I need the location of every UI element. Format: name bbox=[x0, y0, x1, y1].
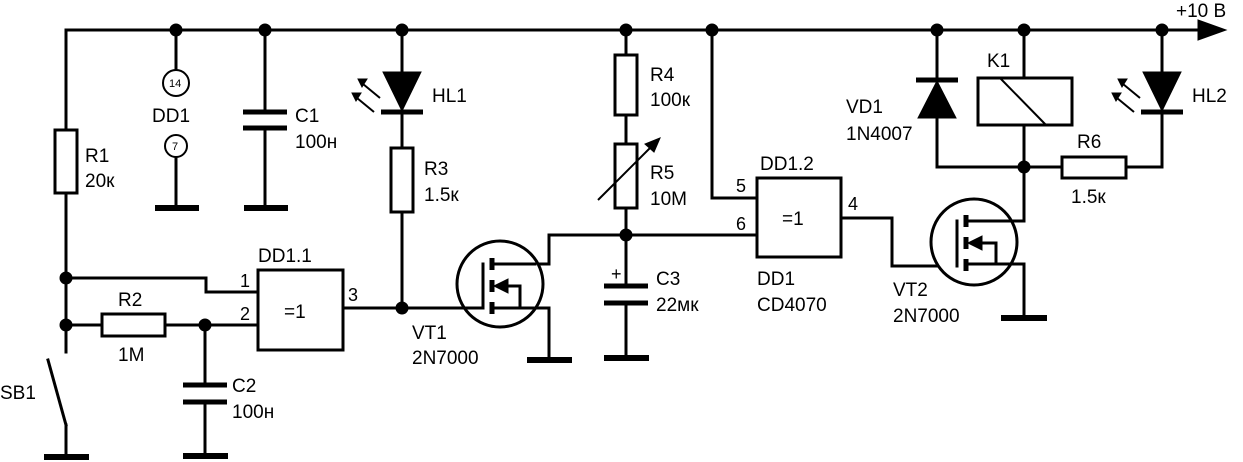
c1-value: 100н bbox=[295, 132, 337, 153]
junction-dot bbox=[169, 23, 183, 37]
vd1-part: 1N4007 bbox=[846, 124, 913, 145]
capacitor-c3 bbox=[604, 283, 648, 306]
resistor-r1 bbox=[53, 128, 79, 195]
mosfet-vt2 bbox=[929, 197, 1019, 287]
vt2-ref: VT2 bbox=[893, 280, 928, 301]
dd1-gnd-pin-number: 7 bbox=[172, 141, 178, 153]
r3-ref: R3 bbox=[424, 159, 448, 180]
switch-sb1 bbox=[46, 358, 68, 427]
r6-value: 1.5к bbox=[1071, 187, 1106, 208]
junction-dot bbox=[619, 228, 633, 242]
supply-label: +10 В bbox=[1176, 1, 1226, 22]
junction-dot bbox=[395, 301, 409, 315]
r5-value: 10M bbox=[650, 189, 687, 210]
xor-gate-dd1-2 bbox=[755, 176, 843, 259]
hl1-ref: HL1 bbox=[432, 86, 467, 107]
dd1-chip-part: CD4070 bbox=[757, 295, 827, 316]
junction-dot bbox=[258, 23, 272, 37]
junction-dot bbox=[395, 23, 409, 37]
dd1-chip-ref: DD1 bbox=[757, 269, 795, 290]
dd1-2-symbol: =1 bbox=[782, 209, 804, 230]
c3-value: 22мк bbox=[656, 295, 699, 316]
led-hl2 bbox=[1111, 71, 1183, 115]
junction-dot bbox=[198, 318, 212, 332]
relay-k1 bbox=[976, 76, 1074, 127]
vt1-part: 2N7000 bbox=[412, 348, 479, 369]
r1-value: 20к bbox=[85, 171, 115, 192]
capacitor-c1 bbox=[243, 109, 287, 131]
r4-ref: R4 bbox=[650, 65, 675, 86]
dd1-2-pin-a: 5 bbox=[736, 176, 746, 196]
dd1-1-pin-b: 2 bbox=[240, 304, 250, 324]
dd1-1-pin-a: 1 bbox=[240, 271, 250, 291]
c1-ref: C1 bbox=[295, 106, 319, 127]
dd1-1-symbol: =1 bbox=[284, 302, 306, 323]
c2-value: 100н bbox=[232, 402, 274, 423]
ground-symbols bbox=[44, 205, 1047, 460]
c3-polarity: + bbox=[611, 264, 622, 284]
led-hl1 bbox=[351, 71, 423, 115]
k1-ref: K1 bbox=[987, 51, 1010, 72]
dd1-2-ref: DD1.2 bbox=[760, 154, 814, 175]
r2-value: 1M bbox=[118, 345, 144, 366]
vd1-ref: VD1 bbox=[846, 97, 883, 118]
dd1-vcc-pin-number: 14 bbox=[169, 78, 181, 90]
junction-dot bbox=[705, 23, 719, 37]
xor-gate-dd1-1 bbox=[256, 268, 345, 352]
r2-ref: R2 bbox=[118, 290, 142, 311]
c2-ref: C2 bbox=[232, 376, 256, 397]
junction-dot bbox=[1017, 23, 1031, 37]
r5-ref: R5 bbox=[650, 163, 674, 184]
dd1-2-pin-b: 6 bbox=[736, 214, 746, 234]
hl2-ref: HL2 bbox=[1192, 86, 1227, 107]
mosfet-vt1 bbox=[455, 239, 545, 329]
resistor-r6 bbox=[1060, 155, 1128, 180]
r4-value: 100к bbox=[650, 90, 691, 111]
sb1-ref: SB1 bbox=[0, 383, 36, 404]
junction-dot bbox=[930, 23, 944, 37]
vt1-ref: VT1 bbox=[412, 323, 447, 344]
dd1-gnd-pin bbox=[164, 134, 188, 158]
supply-arrow bbox=[1197, 19, 1228, 41]
diode-vd1 bbox=[916, 77, 958, 119]
resistor-r2 bbox=[100, 312, 167, 338]
wires bbox=[64, 19, 1228, 459]
r3-value: 1.5к bbox=[424, 185, 459, 206]
resistor-r3 bbox=[389, 146, 415, 214]
junction-dots bbox=[59, 23, 1169, 332]
junction-dot bbox=[1155, 23, 1169, 37]
r6-ref: R6 bbox=[1077, 132, 1101, 153]
variable-resistor-r5 bbox=[597, 137, 661, 210]
dd1-power-label: DD1 bbox=[152, 106, 190, 127]
junction-dot bbox=[619, 23, 633, 37]
dd1-vcc-pin bbox=[162, 69, 190, 97]
dd1-1-ref: DD1.1 bbox=[258, 246, 312, 267]
resistor-r4 bbox=[613, 53, 639, 117]
junction-dot bbox=[1017, 160, 1031, 174]
r1-ref: R1 bbox=[85, 146, 109, 167]
capacitor-c2 bbox=[183, 382, 227, 405]
junction-dot bbox=[59, 318, 73, 332]
dd1-2-pin-out: 4 bbox=[848, 194, 858, 214]
dd1-1-pin-out: 3 bbox=[348, 285, 358, 305]
c3-ref: C3 bbox=[656, 269, 680, 290]
junction-dot bbox=[59, 271, 73, 285]
vt2-part: 2N7000 bbox=[893, 306, 960, 327]
